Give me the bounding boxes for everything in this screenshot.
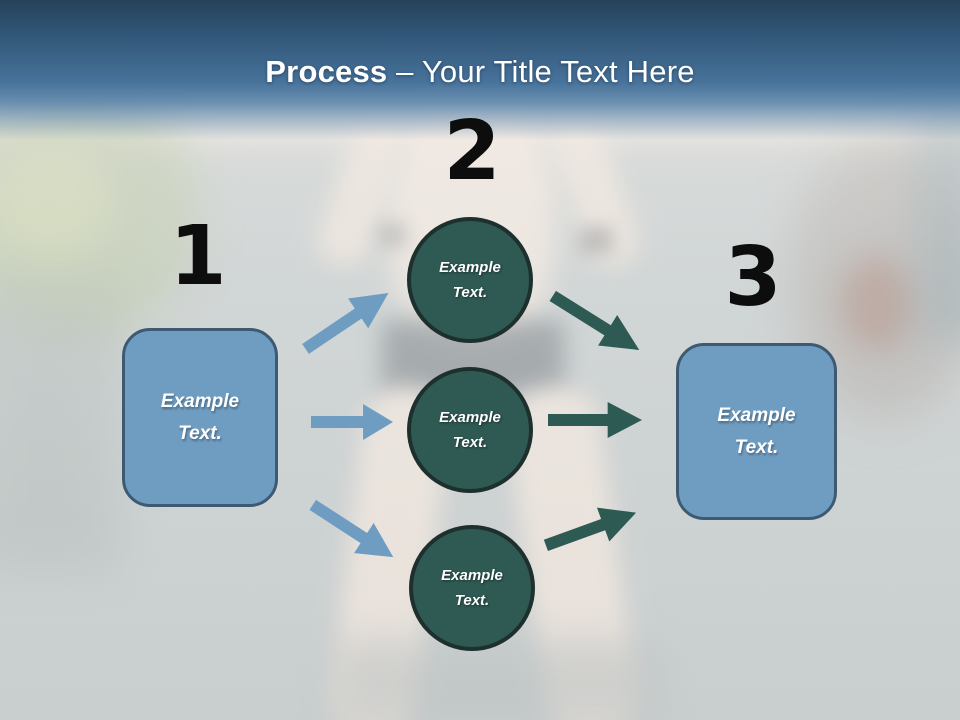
- arrow-right-icon: [549, 290, 640, 351]
- slide-title: Process – Your Title Text Here: [0, 54, 960, 90]
- arrow-right-icon: [548, 402, 642, 438]
- arrow-right-icon: [302, 293, 389, 354]
- process-circle-1-label: Example Text.: [439, 258, 501, 302]
- process-box-1: Example Text.: [122, 328, 278, 507]
- step-number-2: 2: [443, 104, 501, 199]
- process-circle-3: Example Text.: [409, 525, 535, 651]
- process-circle-1: Example Text.: [407, 217, 533, 343]
- title-bar: Process – Your Title Text Here: [0, 0, 960, 140]
- arrow-right-icon: [309, 499, 394, 558]
- process-box-3-label: Example Text.: [717, 405, 796, 458]
- arrow-right-icon: [311, 404, 393, 440]
- process-circle-2: Example Text.: [407, 367, 533, 493]
- step-number-1: 1: [169, 209, 227, 304]
- process-box-3: Example Text.: [676, 343, 837, 520]
- step-number-3: 3: [724, 230, 782, 325]
- process-circle-3-label: Example Text.: [441, 566, 503, 610]
- slide-title-rest: – Your Title Text Here: [396, 54, 695, 89]
- process-box-1-label: Example Text.: [160, 391, 240, 444]
- process-circle-2-label: Example Text.: [439, 408, 501, 452]
- arrow-right-icon: [543, 507, 637, 552]
- slide-title-keyword: Process: [265, 54, 388, 89]
